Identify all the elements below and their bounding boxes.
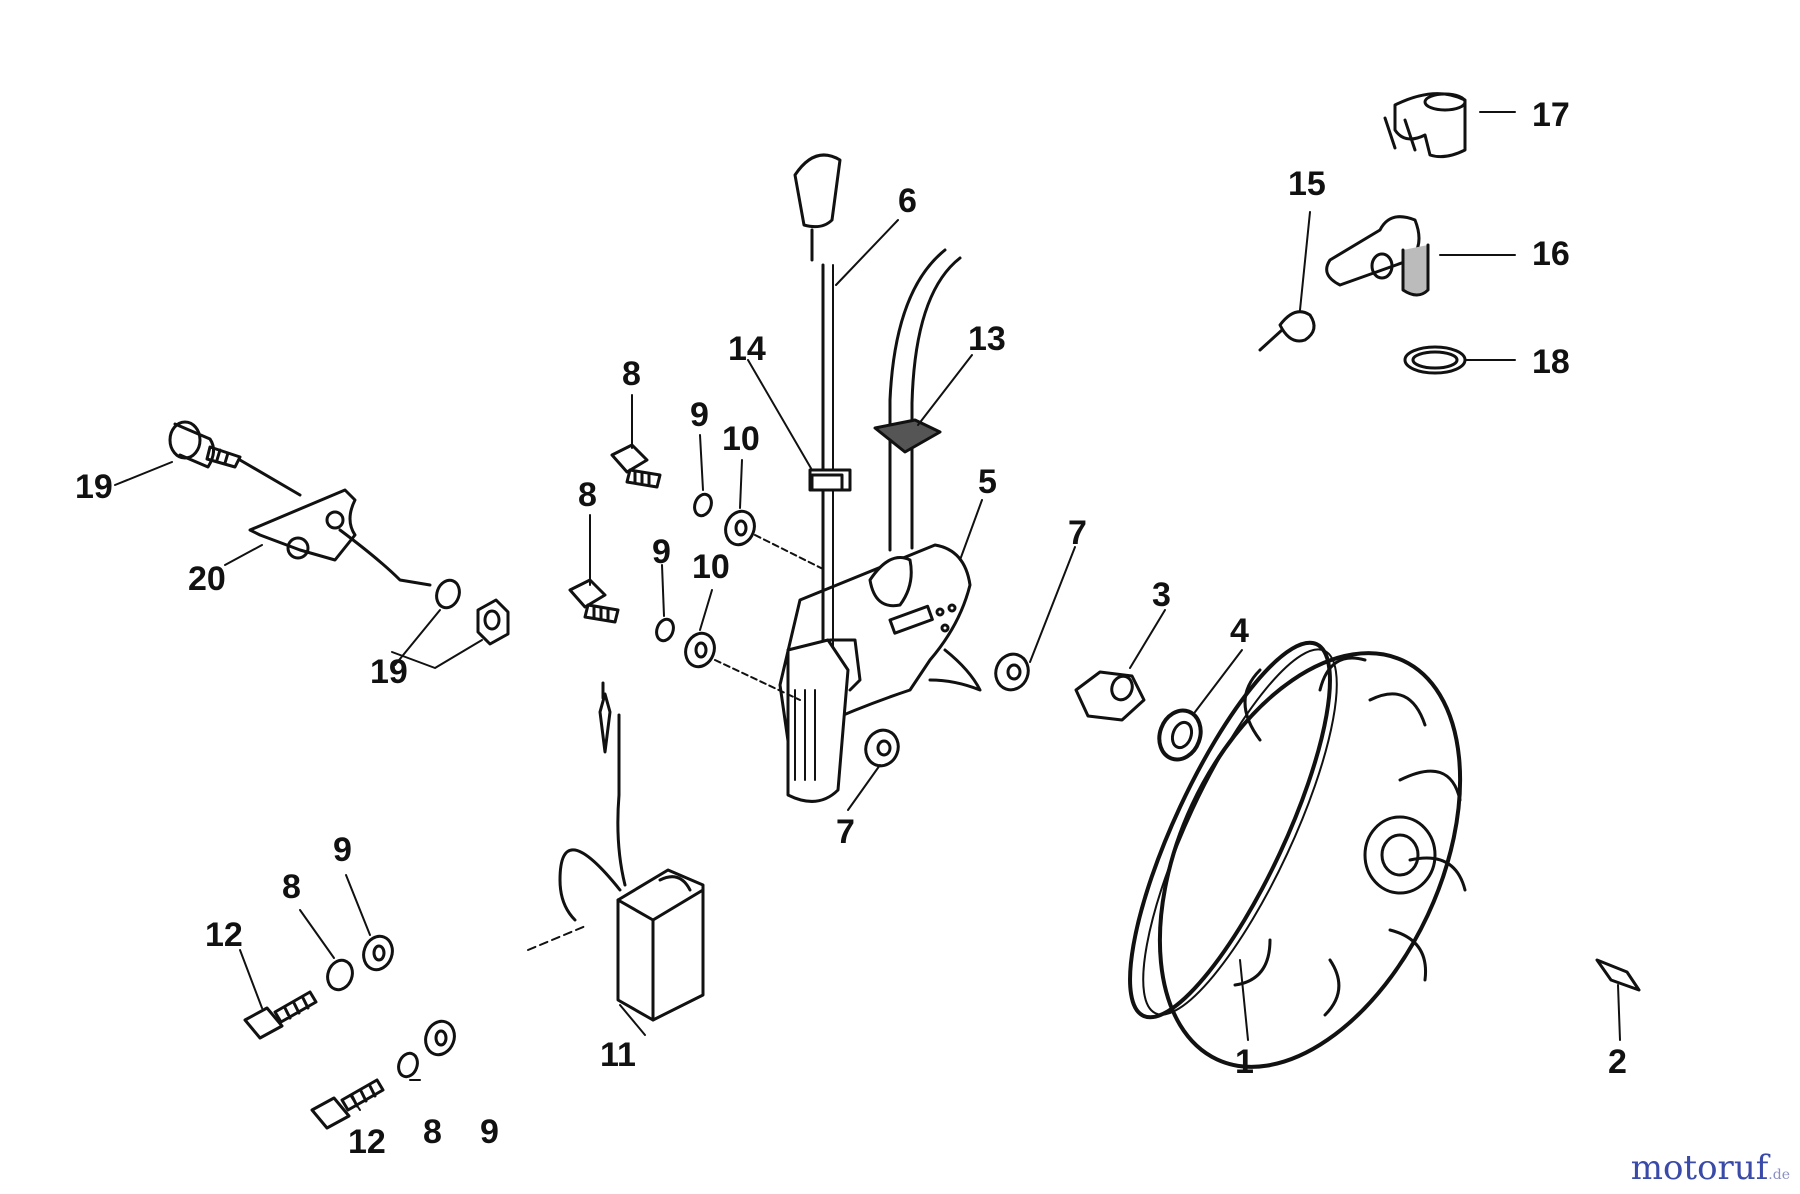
stop-wire xyxy=(793,153,852,652)
label-part-11: 11 xyxy=(600,1036,636,1074)
label-part-5: 5 xyxy=(978,463,997,501)
label-part-18: 18 xyxy=(1532,343,1570,381)
stop-wire-lead xyxy=(338,528,432,587)
lock-washer-lower xyxy=(655,617,675,643)
label-part-2: 2 xyxy=(1608,1043,1627,1081)
stop-switch xyxy=(168,420,302,497)
bolt-lower xyxy=(568,578,620,624)
label-part-10-mid: 10 xyxy=(692,548,730,586)
seal-ring xyxy=(1403,345,1467,375)
bolt-upper xyxy=(610,443,662,489)
coil-bolt-upper xyxy=(243,990,318,1040)
flywheel-nut xyxy=(1074,670,1146,722)
flywheel xyxy=(1128,640,1467,1069)
watermark-text: motoruf xyxy=(1630,1148,1769,1188)
label-part-9-coil-lower: 9 xyxy=(480,1113,499,1151)
label-part-19-lower: 19 xyxy=(370,653,408,691)
label-part-13: 13 xyxy=(968,320,1006,358)
ignition-coil xyxy=(527,681,705,1022)
flywheel-washer xyxy=(1157,708,1203,762)
label-part-7-right: 7 xyxy=(1068,514,1087,552)
label-part-9-coil-upper: 9 xyxy=(333,831,352,869)
label-part-12-upper: 12 xyxy=(205,916,243,954)
coil-lockwasher-upper xyxy=(326,958,354,992)
watermark-logo: motoruf.de xyxy=(1631,1148,1790,1188)
label-part-8-mid: 8 xyxy=(578,476,597,514)
watermark-suffix: .de xyxy=(1768,1167,1790,1183)
flat-washer-upper xyxy=(724,509,826,571)
leader-lines xyxy=(114,111,1621,1111)
label-part-6: 6 xyxy=(898,182,917,220)
spark-plug-boot xyxy=(1325,215,1430,297)
label-part-12-lower: 12 xyxy=(348,1123,386,1161)
flywheel-key xyxy=(1595,958,1641,992)
label-part-19-upper: 19 xyxy=(75,468,113,506)
label-part-8-coil-lower: 8 xyxy=(423,1113,442,1151)
label-part-7-lower: 7 xyxy=(836,813,855,851)
spacer-lower xyxy=(864,728,900,768)
stop-switch-plate xyxy=(248,488,357,562)
label-part-3: 3 xyxy=(1152,576,1171,614)
label-part-9-top: 9 xyxy=(690,396,709,434)
label-part-8-coil-upper: 8 xyxy=(282,868,301,906)
coil-washer-upper xyxy=(362,934,394,972)
label-part-20: 20 xyxy=(188,560,226,598)
lock-washer-upper xyxy=(693,492,713,518)
label-part-15: 15 xyxy=(1288,165,1326,203)
coil-washer-lower xyxy=(424,1019,456,1057)
fuel-line xyxy=(873,248,962,552)
coil-lockwasher-lower xyxy=(397,1051,419,1079)
label-part-8-top: 8 xyxy=(622,355,641,393)
spacer-right xyxy=(994,652,1030,692)
label-part-4: 4 xyxy=(1230,612,1249,650)
coil-bolt-lower xyxy=(310,1078,385,1130)
boot-cap xyxy=(1383,92,1467,159)
label-part-14: 14 xyxy=(728,330,766,368)
label-part-16: 16 xyxy=(1532,235,1570,273)
label-part-17: 17 xyxy=(1532,96,1570,134)
switch-nut xyxy=(435,578,510,646)
label-part-9-mid: 9 xyxy=(652,533,671,571)
label-part-10-top: 10 xyxy=(722,420,760,458)
wire-clip xyxy=(810,473,844,492)
switch-block xyxy=(786,638,862,803)
flat-washer-lower xyxy=(684,631,801,701)
terminal-clip xyxy=(1258,310,1316,352)
label-part-1: 1 xyxy=(1235,1043,1254,1081)
